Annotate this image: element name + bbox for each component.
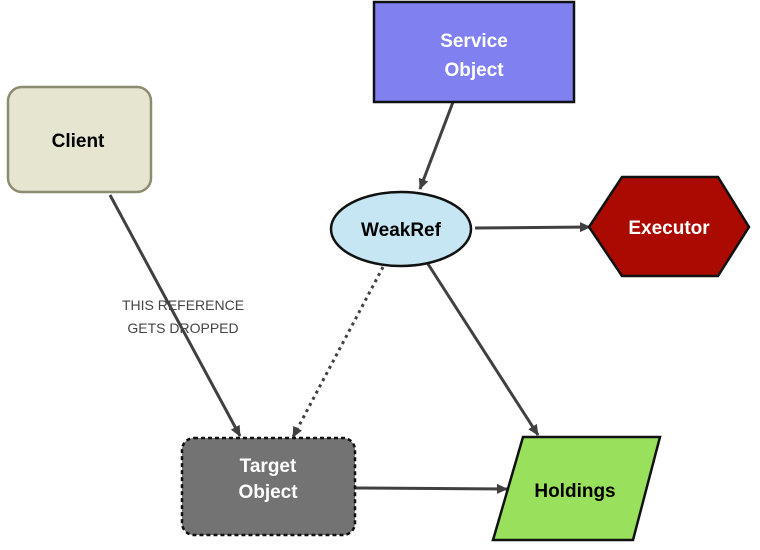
node-executor: Executor [587, 175, 751, 278]
node-service-object: Service Object [372, 0, 576, 104]
node-client: Client [6, 85, 153, 194]
weakref-ellipse [329, 190, 473, 268]
edge-service-to-weakref [418, 101, 455, 190]
node-target-object: Target Object [180, 436, 357, 537]
edge-label-line1: THIS REFERENCE [122, 297, 244, 313]
service-object-label-line1: Service [440, 31, 508, 52]
target-object-label-line2: Object [238, 482, 298, 503]
service-object-box [372, 0, 576, 104]
edge-weakref-to-holdings [426, 263, 540, 436]
node-holdings: Holdings [491, 435, 662, 542]
edge-weakref-to-executor [474, 222, 591, 233]
node-weakref: WeakRef [329, 190, 473, 268]
target-object-label-line1: Target [240, 456, 297, 477]
client-label: Client [52, 131, 105, 152]
edge-label-line2: GETS DROPPED [127, 320, 238, 336]
service-object-label-line2: Object [444, 60, 504, 81]
edge-weakref-to-target-dotted [291, 266, 385, 438]
edge-client-to-target [108, 194, 242, 437]
edges [108, 101, 591, 494]
weakref-label: WeakRef [361, 220, 442, 241]
client-box [6, 85, 153, 194]
holdings-parallelogram [491, 435, 662, 542]
executor-label: Executor [628, 218, 710, 239]
holdings-label: Holdings [534, 481, 615, 502]
executor-hexagon [587, 175, 751, 278]
edge-target-to-holdings [354, 483, 508, 494]
target-object-box [180, 436, 357, 537]
